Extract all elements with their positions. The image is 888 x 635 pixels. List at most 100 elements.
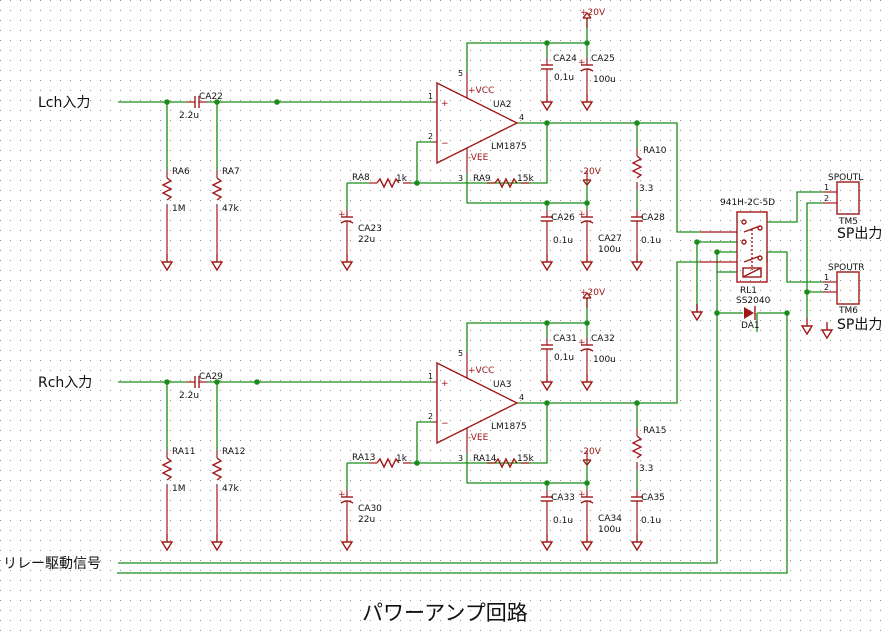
svg-text:SS2040: SS2040	[736, 296, 771, 306]
svg-text:1: 1	[428, 372, 433, 381]
svg-text:CA35: CA35	[641, 493, 665, 503]
svg-text:CA24: CA24	[553, 54, 577, 64]
svg-text:+VCC: +VCC	[468, 86, 494, 96]
svg-text:RA15: RA15	[643, 426, 667, 436]
rch-input-label: Rch入力	[38, 375, 92, 391]
svg-text:15k: 15k	[517, 174, 534, 184]
svg-text:1M: 1M	[172, 484, 186, 494]
ua2-opamp: 1 2 3 4 5 + − +VCC -VEE UA2 LM1875	[428, 69, 527, 183]
svg-text:0.1u: 0.1u	[554, 73, 574, 83]
svg-text:RA11: RA11	[172, 447, 196, 457]
svg-text:1k: 1k	[396, 174, 408, 184]
svg-text:-20V: -20V	[580, 447, 602, 457]
relay-part: 941H-2C-5D	[720, 198, 775, 208]
svg-text:1: 1	[824, 273, 829, 282]
svg-text:CA28: CA28	[641, 213, 665, 223]
svg-text:+VCC: +VCC	[468, 366, 494, 376]
ca22-value: 2.2u	[179, 111, 199, 121]
junctions	[164, 40, 810, 486]
connector-spoutl: SPOUTL 1 2 TM5 SP出力	[823, 173, 882, 242]
svg-text:RA9: RA9	[473, 174, 491, 184]
svg-text:CA27: CA27	[598, 234, 622, 244]
wires	[117, 18, 823, 574]
relay-drive-label: リレー駆動信号	[3, 556, 101, 572]
svg-text:47k: 47k	[222, 484, 239, 494]
svg-text:+20V: +20V	[580, 288, 606, 298]
svg-text:CA34: CA34	[598, 514, 622, 524]
svg-text:SPOUTR: SPOUTR	[828, 263, 865, 273]
svg-text:CA30: CA30	[358, 504, 382, 514]
ca22-ref: CA22	[199, 92, 223, 102]
ra7-value: 47k	[222, 204, 239, 214]
svg-text:1k: 1k	[396, 454, 408, 464]
svg-text:TM5: TM5	[838, 217, 858, 227]
svg-text:-VEE: -VEE	[468, 433, 489, 443]
lch-input-label: Lch入力	[38, 95, 90, 111]
svg-text:RA13: RA13	[352, 453, 376, 463]
svg-text:−: −	[441, 139, 449, 149]
sp-out-r-label: SP出力	[837, 317, 882, 333]
svg-text:−: −	[441, 419, 449, 429]
svg-text:5: 5	[458, 349, 463, 358]
right-channel: Rch入力 CA29 2.2u RA11 1M RA12 47k 1 2 3 4…	[38, 288, 667, 551]
svg-text:TM6: TM6	[838, 306, 858, 316]
svg-text:3: 3	[458, 454, 463, 463]
svg-text:0.1u: 0.1u	[554, 353, 574, 363]
ua2-part: LM1875	[491, 142, 527, 152]
svg-text:100u: 100u	[598, 525, 621, 535]
svg-text:CA31: CA31	[553, 334, 577, 344]
svg-text:-VEE: -VEE	[468, 153, 489, 163]
relay-rl1: 941H-2C-5D RL1	[700, 198, 775, 296]
svg-text:5: 5	[458, 69, 463, 78]
ua3-ref: UA3	[493, 380, 511, 390]
svg-text:2: 2	[428, 412, 433, 421]
svg-text:2: 2	[824, 194, 829, 203]
svg-text:CA32: CA32	[591, 334, 615, 344]
svg-text:22u: 22u	[358, 235, 375, 245]
svg-text:15k: 15k	[517, 454, 534, 464]
page-title: パワーアンプ回路	[362, 601, 528, 625]
svg-text:2.2u: 2.2u	[179, 391, 199, 401]
svg-text:CA25: CA25	[591, 54, 615, 64]
ra7-ref: RA7	[222, 167, 240, 177]
svg-text:3.3: 3.3	[639, 184, 653, 194]
ua3-opamp: 1 2 3 4 5 + − +VCC -VEE UA3 LM1875	[428, 349, 527, 463]
svg-text:0.1u: 0.1u	[553, 516, 573, 526]
svg-text:4: 4	[519, 113, 524, 122]
left-channel: Lch入力 CA22 2.2u RA6 1M RA7 47k 1 2 3 4 5…	[38, 8, 667, 271]
ua3-part: LM1875	[491, 422, 527, 432]
svg-text:+: +	[441, 379, 449, 389]
svg-text:CA23: CA23	[358, 224, 382, 234]
svg-text:RA12: RA12	[222, 447, 246, 457]
svg-text:SPOUTL: SPOUTL	[828, 173, 863, 183]
connector-spoutr: SPOUTR 1 2 TM6 SP出力	[823, 263, 882, 333]
svg-text:100u: 100u	[598, 245, 621, 255]
ra6-ref: RA6	[172, 167, 190, 177]
svg-text:RA10: RA10	[643, 146, 667, 156]
svg-text:-20V: -20V	[580, 167, 602, 177]
svg-text:100u: 100u	[593, 75, 616, 85]
svg-text:0.1u: 0.1u	[641, 236, 661, 246]
sp-out-l-label: SP出力	[837, 226, 882, 242]
relay-ref: RL1	[740, 286, 757, 296]
svg-text:22u: 22u	[358, 515, 375, 525]
svg-text:2: 2	[824, 283, 829, 292]
svg-text:+: +	[441, 99, 449, 109]
svg-text:1: 1	[428, 92, 433, 101]
svg-text:RA14: RA14	[473, 454, 497, 464]
svg-text:0.1u: 0.1u	[553, 236, 573, 246]
svg-text:4: 4	[519, 393, 524, 402]
diode-da1: SS2040 DA1	[736, 296, 771, 331]
svg-text:CA26: CA26	[551, 213, 575, 223]
svg-text:1: 1	[824, 183, 829, 192]
svg-text:3: 3	[458, 174, 463, 183]
svg-text:RA8: RA8	[352, 173, 370, 183]
svg-text:CA29: CA29	[199, 372, 223, 382]
svg-text:100u: 100u	[593, 355, 616, 365]
ua2-ref: UA2	[493, 100, 511, 110]
svg-text:3.3: 3.3	[639, 464, 653, 474]
svg-text:0.1u: 0.1u	[641, 516, 661, 526]
